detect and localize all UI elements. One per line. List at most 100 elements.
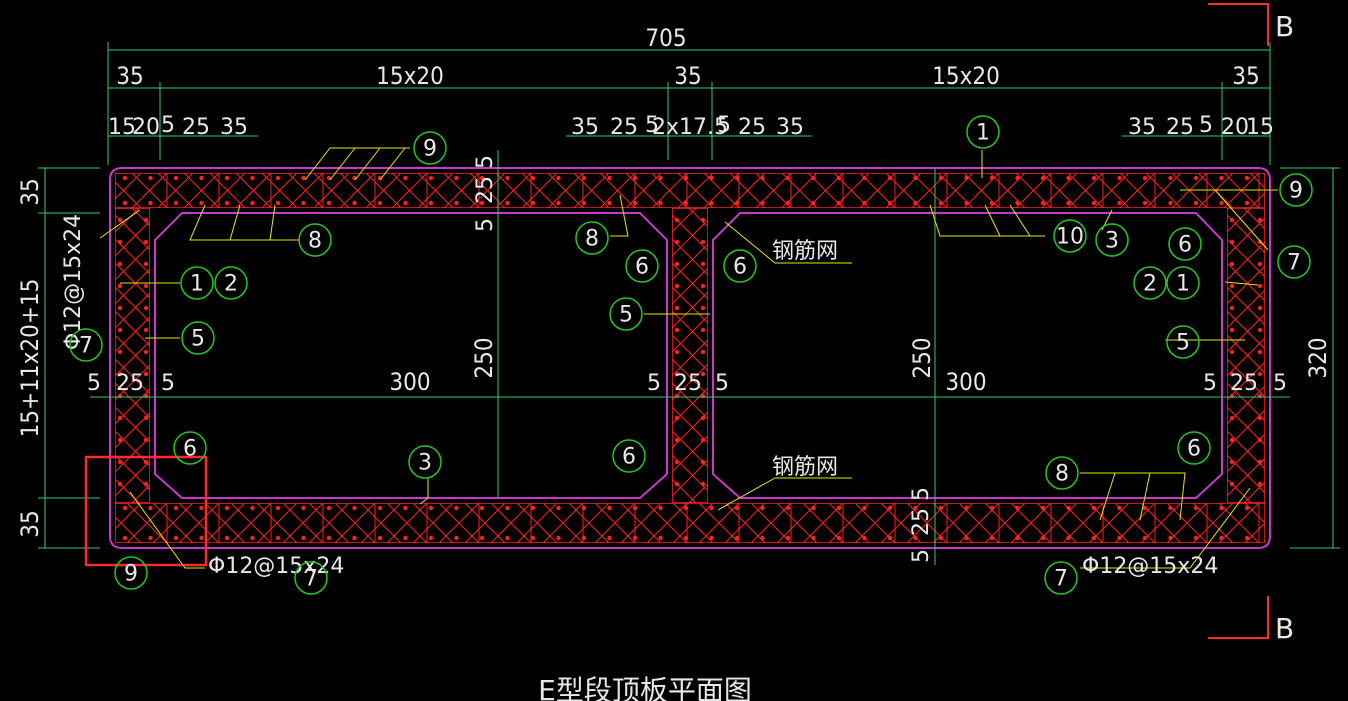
rebar-spec-bottom-right: Φ12@15x24 [1082, 554, 1218, 579]
svg-text:3: 3 [1105, 229, 1119, 254]
dim-top3-r2: 5 [1199, 113, 1213, 138]
dim-span-left: 300 [389, 368, 430, 396]
callout-6: 6 [173, 431, 207, 465]
callout-5: 5 [609, 297, 643, 331]
dim-top-slab-0: 5 [473, 155, 498, 169]
callout-3: 3 [1095, 223, 1129, 257]
callout-7: 7 [294, 561, 328, 595]
dim-top3-mr1: 25 [738, 115, 766, 140]
callout-6: 6 [612, 439, 646, 473]
rebar-spec-left: Φ12@15x24 [61, 214, 86, 350]
dim-bottom-slab-1: 25 [909, 508, 934, 536]
callout-10: 10 [1053, 219, 1087, 253]
drawing-title: E型段顶板平面图 [538, 674, 752, 701]
dim-row-m0: 5 [647, 371, 661, 396]
callout-8: 8 [298, 223, 332, 257]
callout-7: 7 [1044, 561, 1078, 595]
dim-left-top: 35 [16, 178, 44, 205]
callout-9: 9 [1279, 173, 1313, 207]
dim-row-r2: 5 [1273, 371, 1287, 396]
svg-text:8: 8 [1055, 462, 1069, 487]
dim-row-m1: 25 [674, 371, 702, 396]
svg-text:2: 2 [224, 272, 238, 297]
section-marker-bottom: B [1208, 596, 1294, 645]
callout-5: 5 [181, 321, 215, 355]
dim-top-slab-2: 5 [473, 218, 498, 232]
dim-top3-r1: 25 [1166, 115, 1194, 140]
dimension-lines [38, 42, 1340, 565]
dim-top3-l2: 5 [161, 113, 175, 138]
dim-top3-l1: 20 [132, 115, 160, 140]
svg-text:5: 5 [191, 327, 205, 352]
dim-top2-4: 35 [1232, 62, 1259, 90]
dim-bottom-slab-2: 5 [909, 549, 934, 563]
dim-top2-3: 15x20 [932, 62, 1000, 90]
svg-text:7: 7 [79, 334, 93, 359]
section-marker-top: B [1208, 3, 1294, 46]
callout-6: 6 [625, 249, 659, 283]
section-label-top: B [1275, 10, 1294, 43]
dim-center-height-right: 250 [908, 337, 936, 378]
svg-text:1: 1 [190, 272, 204, 297]
svg-text:8: 8 [308, 229, 322, 254]
dim-top2-2: 35 [674, 62, 701, 90]
svg-text:8: 8 [585, 227, 599, 252]
svg-text:6: 6 [733, 255, 747, 280]
svg-text:6: 6 [1187, 437, 1201, 462]
svg-text:1: 1 [976, 121, 990, 146]
svg-text:5: 5 [1176, 331, 1190, 356]
hatch-zone [115, 208, 150, 503]
dim-top3-ml1: 25 [610, 115, 638, 140]
callout-6: 6 [1168, 227, 1202, 261]
dim-top3-mr0: 5 [717, 113, 731, 138]
leader-lines [99, 147, 1278, 569]
callout-8: 8 [1045, 456, 1079, 490]
hatch-zone [672, 208, 708, 503]
dim-top3-r4: 15 [1246, 115, 1274, 140]
dim-row-m2: 5 [715, 371, 729, 396]
svg-text:5: 5 [619, 303, 633, 328]
callout-1: 1 [966, 115, 1000, 149]
callout-7: 7 [1277, 245, 1311, 279]
callout-9: 9 [413, 131, 447, 165]
svg-text:7: 7 [304, 567, 318, 592]
dim-top3-ml2: 5 [645, 113, 659, 138]
outer-outline [109, 167, 1271, 549]
dim-left-mid: 15+11x20+15 [16, 279, 44, 438]
svg-text:1: 1 [1176, 272, 1190, 297]
hatch-zone [1227, 208, 1265, 503]
dim-top3-mid: 2x17.5 [652, 115, 728, 140]
svg-text:6: 6 [622, 445, 636, 470]
svg-text:6: 6 [1178, 233, 1192, 258]
callout-5: 5 [1166, 325, 1200, 359]
dim-top3-r3: 20 [1221, 115, 1249, 140]
dim-overall: 705 [645, 24, 686, 52]
dim-row-r0: 5 [1203, 371, 1217, 396]
callout-3: 3 [408, 445, 442, 479]
mesh-label-top: 钢筋网 [772, 239, 838, 264]
hatch-zone [115, 503, 1265, 543]
dim-row-l2: 5 [161, 371, 175, 396]
callout-1: 1 [180, 266, 214, 300]
callout-2: 2 [1133, 266, 1167, 300]
dim-bottom-slab-0: 5 [909, 487, 934, 501]
inner-cell-right [712, 212, 1223, 499]
callout-1: 1 [1166, 266, 1200, 300]
callout-6: 6 [723, 249, 757, 283]
svg-text:6: 6 [635, 255, 649, 280]
svg-text:10: 10 [1056, 225, 1084, 250]
callout-9: 9 [114, 556, 148, 590]
rebar-spec-bottom-left: Φ12@15x24 [208, 554, 344, 579]
dim-top3-r0: 35 [1128, 115, 1156, 140]
dim-row-l1: 25 [116, 371, 144, 396]
dim-top3-l0: 15 [108, 115, 136, 140]
highlight-box[interactable] [84, 455, 208, 567]
dim-row-r1: 25 [1230, 371, 1258, 396]
dim-top2-0: 35 [116, 62, 143, 90]
callout-8: 8 [575, 221, 609, 255]
svg-text:9: 9 [423, 137, 437, 162]
mesh-label-bottom: 钢筋网 [772, 455, 838, 480]
dim-left-bottom: 35 [16, 510, 44, 537]
